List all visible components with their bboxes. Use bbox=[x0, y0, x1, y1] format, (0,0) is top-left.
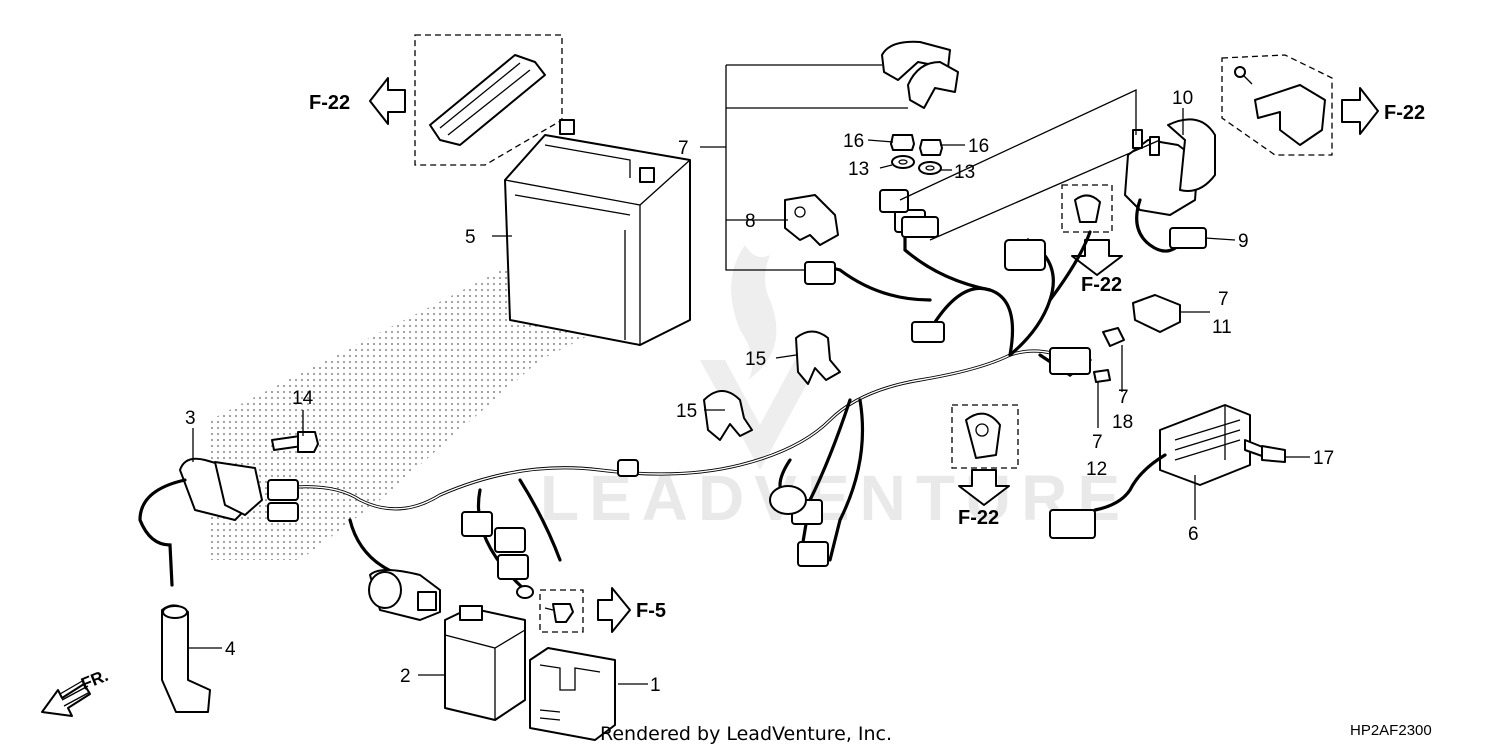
callout-7-connector-18: 7 bbox=[1118, 387, 1129, 408]
rubber-mount-part-1 bbox=[529, 647, 616, 741]
diagram-code: HP2AF2300 bbox=[1350, 722, 1432, 739]
bolt-part-17 bbox=[1244, 439, 1286, 463]
rendered-by-footer: Rendered by LeadVenture, Inc. bbox=[600, 723, 892, 745]
ref-label-left-top: F-22 bbox=[309, 92, 350, 114]
nut-16-right bbox=[919, 139, 943, 156]
spark-plug-cap-part-4 bbox=[161, 604, 211, 713]
harness-coupler bbox=[368, 569, 441, 621]
callout-8: 8 bbox=[745, 211, 756, 232]
callout-18: 18 bbox=[1112, 412, 1133, 433]
callout-16-right: 16 bbox=[968, 136, 989, 157]
terminal-cover-part-8 bbox=[784, 194, 839, 246]
callout-5: 5 bbox=[465, 227, 476, 248]
callout-7-connector-12: 7 bbox=[1092, 432, 1103, 453]
ignition-control-unit-part-2 bbox=[444, 605, 526, 721]
ref-label-right-top: F-22 bbox=[1384, 102, 1425, 124]
cover-detail-box bbox=[1221, 54, 1333, 156]
ref-label-down-low: F-22 bbox=[958, 507, 999, 529]
connector-part-18 bbox=[1093, 369, 1111, 383]
callout-1: 1 bbox=[650, 675, 661, 696]
callout-15-lower: 15 bbox=[676, 401, 697, 422]
regulator-rectifier-part-6 bbox=[1049, 404, 1251, 539]
callout-6: 6 bbox=[1188, 524, 1199, 545]
callout-10: 10 bbox=[1172, 88, 1193, 109]
connector-part-12 bbox=[1102, 327, 1125, 347]
callout-13-right: 13 bbox=[954, 162, 975, 183]
terminal-cap-upper bbox=[881, 40, 951, 81]
callout-3: 3 bbox=[185, 408, 196, 429]
bolt-detail-box bbox=[539, 589, 584, 633]
ignition-coil-part-3 bbox=[138, 457, 263, 587]
callout-16-left: 16 bbox=[843, 131, 864, 152]
ref-label-down-mid: F-22 bbox=[1081, 274, 1122, 296]
ref-arrow-down-low bbox=[958, 469, 1010, 506]
starter-relay-part-10 bbox=[1124, 118, 1216, 216]
clamp-part-15-lower bbox=[703, 390, 753, 441]
ref-arrow-right-top bbox=[1341, 87, 1379, 135]
callout-15-upper: 15 bbox=[745, 349, 766, 370]
watermark-logo bbox=[700, 245, 820, 470]
ref-arrow-left-top bbox=[369, 77, 406, 125]
battery-band-detail-box bbox=[414, 34, 563, 166]
callout-11: 11 bbox=[1212, 317, 1232, 338]
front-direction-label: FR. bbox=[78, 666, 111, 694]
bolt-part-14 bbox=[271, 431, 319, 453]
callout-13-left: 13 bbox=[848, 159, 869, 180]
clamp-detail-box-upper bbox=[1061, 184, 1113, 233]
battery-part-5 bbox=[504, 119, 691, 346]
washer-13-right bbox=[918, 161, 942, 175]
callout-7-connector-11: 7 bbox=[1218, 289, 1229, 310]
washer-13-left bbox=[891, 155, 915, 169]
ref-arrow-down-mid bbox=[1071, 239, 1123, 276]
callout-4: 4 bbox=[225, 639, 236, 660]
callout-17: 17 bbox=[1313, 448, 1334, 469]
ref-arrow-right-low bbox=[597, 587, 631, 633]
clamp-part-15-upper bbox=[795, 330, 841, 385]
connector-part-11 bbox=[1132, 294, 1181, 333]
leader-lines bbox=[188, 64, 1310, 685]
front-direction-arrow-icon bbox=[41, 679, 91, 717]
callout-12: 12 bbox=[1086, 459, 1107, 480]
ref-label-right-low: F-5 bbox=[636, 600, 666, 622]
callout-7-harness: 7 bbox=[678, 138, 689, 159]
nut-16-left bbox=[890, 134, 915, 151]
callout-2: 2 bbox=[400, 666, 411, 687]
callout-14: 14 bbox=[292, 388, 314, 409]
terminal-cap-lower bbox=[907, 61, 959, 109]
clamp-detail-box-lower bbox=[951, 404, 1019, 469]
wire-harness-part-7 bbox=[267, 189, 1092, 599]
dotted-shading bbox=[210, 240, 600, 560]
callout-9: 9 bbox=[1238, 231, 1249, 252]
